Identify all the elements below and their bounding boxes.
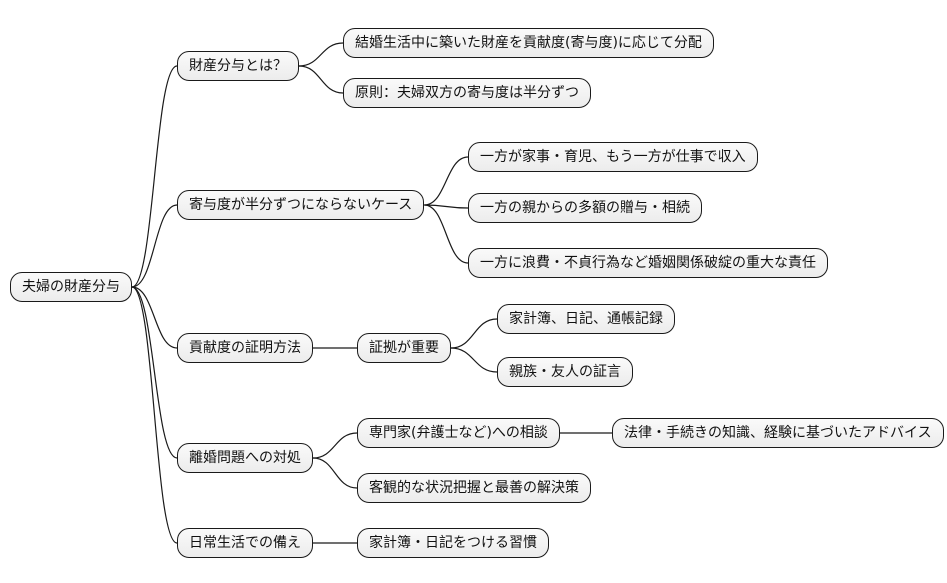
node-evidence-important: 証拠が重要 (357, 333, 451, 363)
node-principle-half-each: 原則：夫婦双方の寄与度は半分ずつ (343, 78, 591, 108)
node-cases-not-half: 寄与度が半分ずつにならないケース (177, 190, 425, 220)
node-household-book-diary-bankbook: 家計簿、日記、通帳記録 (497, 304, 675, 334)
node-waste-infidelity-responsibility: 一方に浪費・不貞行為など婚姻関係破綻の重大な責任 (468, 248, 828, 278)
node-consult-experts: 専門家(弁護士など)への相談 (357, 418, 560, 448)
node-legal-knowledge-advice: 法律・手続きの知識、経験に基づいたアドバイス (612, 418, 944, 448)
node-objective-grasp-best-solution: 客観的な状況把握と最善の解決策 (357, 473, 591, 503)
node-testimony-relatives-friends: 親族・友人の証言 (497, 357, 633, 387)
node-marital-property-division: 夫婦の財産分与 (10, 272, 132, 302)
node-dealing-with-divorce: 離婚問題への対処 (177, 443, 313, 473)
node-what-is-property-division: 財産分与とは？ (177, 51, 299, 81)
node-gift-inheritance-from-parents: 一方の親からの多額の贈与・相続 (468, 193, 702, 223)
node-distribute-by-contribution: 結婚生活中に築いた財産を貢献度(寄与度)に応じて分配 (343, 28, 714, 58)
node-proof-of-contribution: 貢献度の証明方法 (177, 333, 313, 363)
node-daily-preparation: 日常生活での備え (177, 528, 313, 558)
node-habit-household-book-diary: 家計簿・日記をつける習慣 (357, 528, 549, 558)
node-housework-vs-income: 一方が家事・育児、もう一方が仕事で収入 (468, 142, 758, 172)
